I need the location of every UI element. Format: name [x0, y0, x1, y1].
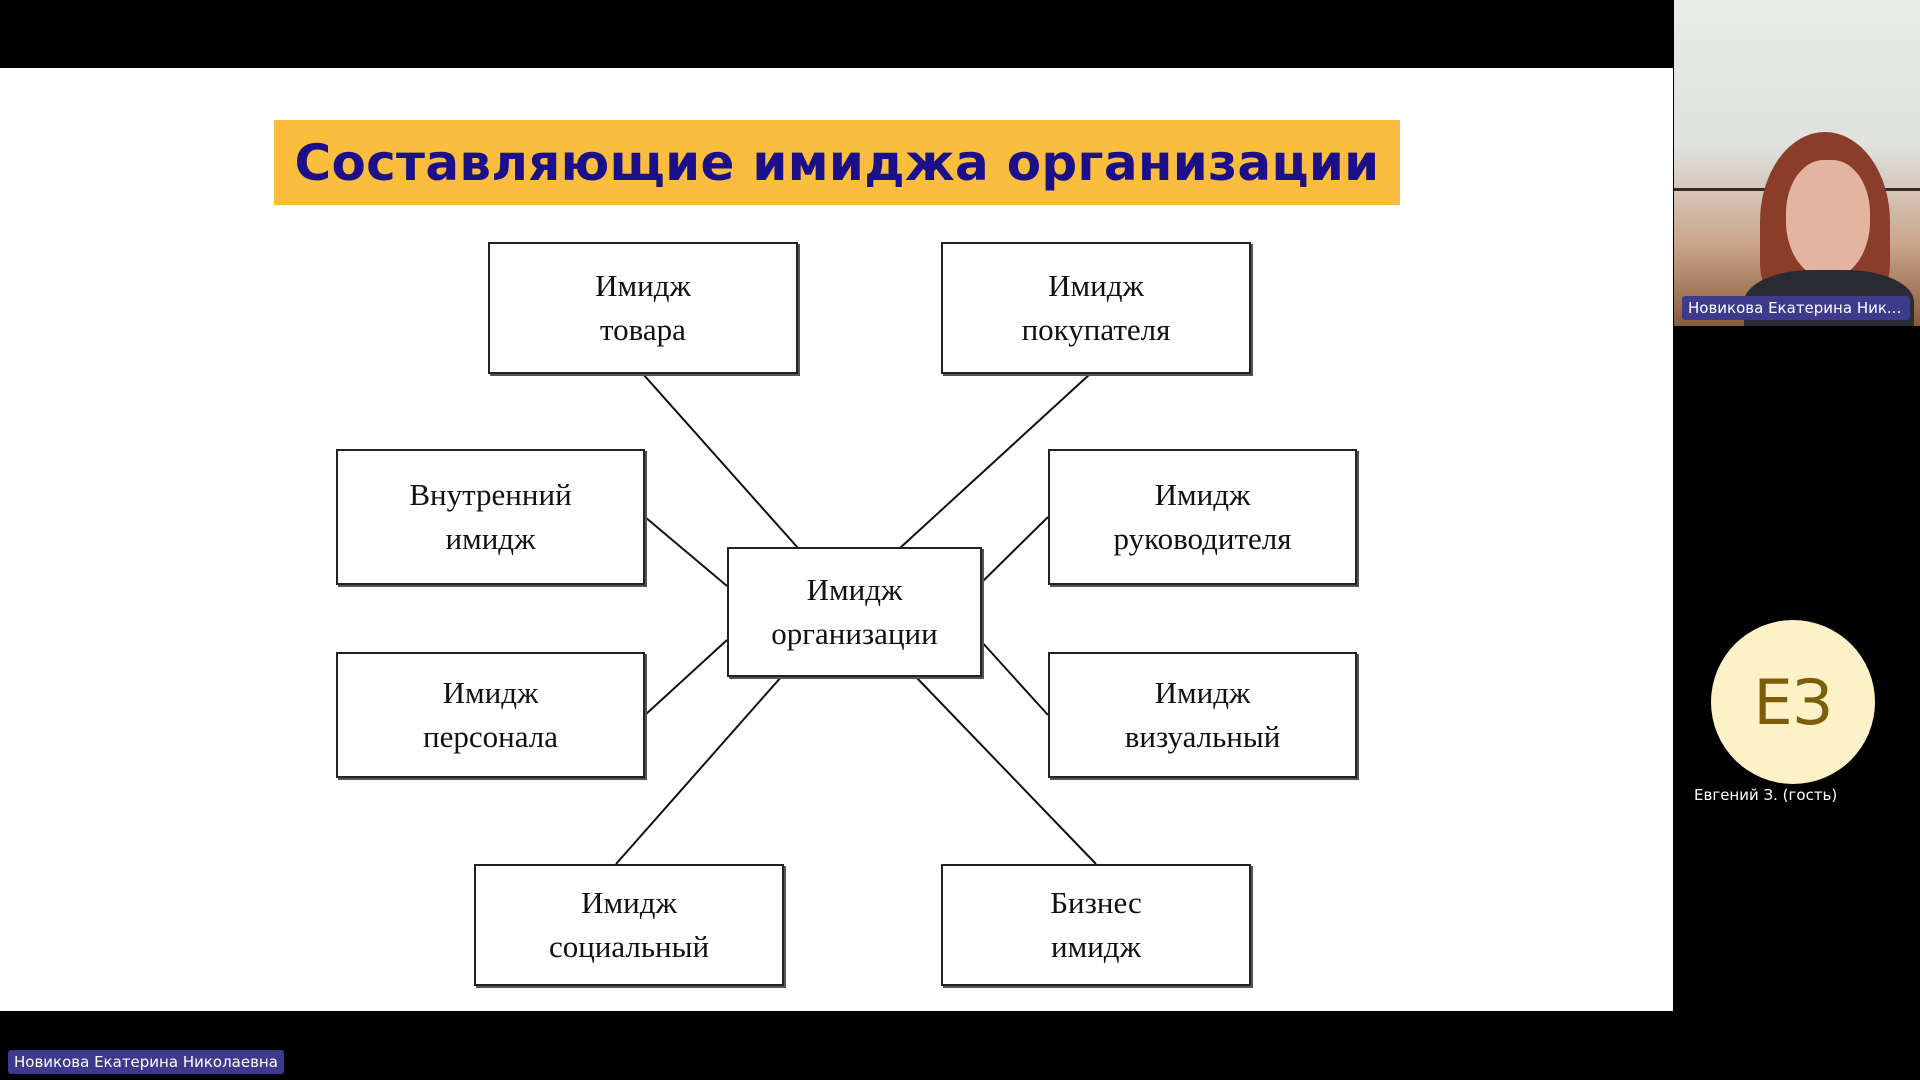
slide-title: Составляющие имиджа организации	[294, 133, 1380, 192]
active-speaker-name: Новикова Екатерина Николаевна	[8, 1050, 284, 1074]
box-business-image: Бизнес имидж	[941, 864, 1251, 986]
connector-internal	[644, 516, 728, 587]
box-social-image: Имидж социальный	[474, 864, 784, 986]
box-leader-image: Имидж руководителя	[1048, 449, 1357, 585]
presentation-slide: Составляющие имиджа организации	[0, 68, 1673, 1011]
speaker-video-tile[interactable]: Новикова Екатерина Ник...	[1674, 0, 1920, 326]
box-product-image: Имидж товара	[488, 242, 798, 374]
connector-leader	[979, 516, 1049, 585]
connector-staff	[644, 639, 728, 716]
box-visual-image: Имидж визуальный	[1048, 652, 1357, 778]
connector-social	[615, 675, 783, 865]
slide-title-banner: Составляющие имиджа организации	[274, 120, 1400, 205]
connector-product	[642, 373, 799, 549]
guest-name-label: Евгений З. (гость)	[1694, 786, 1838, 804]
box-staff-image: Имидж персонала	[336, 652, 645, 778]
connector-business	[914, 675, 1097, 865]
box-customer-image: Имидж покупателя	[941, 242, 1251, 374]
speaker-tile-name: Новикова Екатерина Ник...	[1682, 296, 1910, 320]
box-organization-image: Имидж организации	[727, 547, 982, 677]
connector-customer	[899, 373, 1091, 549]
box-internal-image: Внутренний имидж	[336, 449, 645, 585]
connector-visual	[979, 639, 1049, 716]
guest-avatar[interactable]: ЕЗ	[1711, 620, 1875, 784]
speaker-face	[1786, 160, 1870, 278]
